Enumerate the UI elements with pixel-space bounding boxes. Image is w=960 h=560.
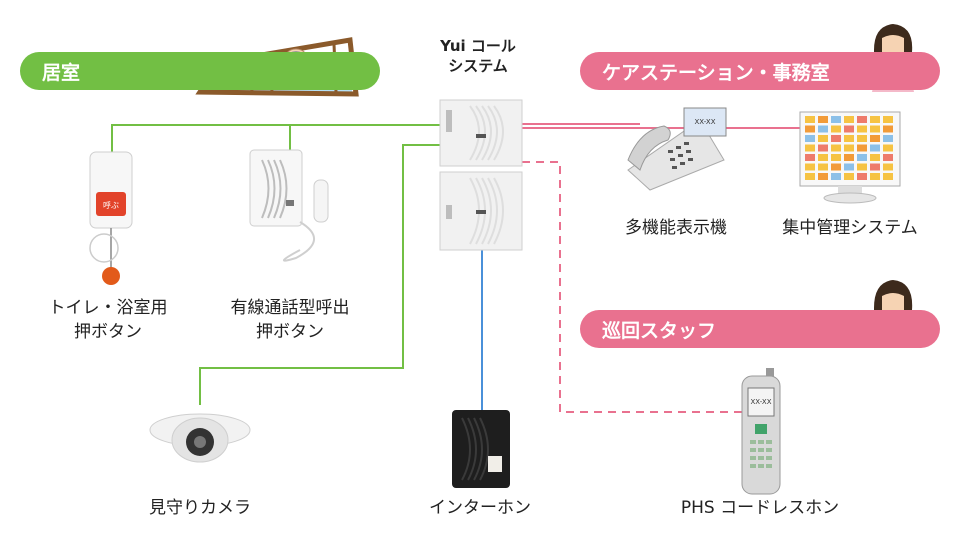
phs-screen-text: XX-XX bbox=[750, 398, 771, 406]
monitor-cell bbox=[818, 135, 828, 142]
monitor-cell bbox=[831, 163, 841, 171]
section-care-station: ケアステーション・事務室 bbox=[580, 52, 940, 90]
monitor-cell bbox=[805, 154, 815, 161]
monitor-cell bbox=[844, 125, 854, 133]
monitor-cell bbox=[831, 135, 841, 142]
monitor-cell bbox=[857, 116, 867, 123]
monitor-cell bbox=[883, 154, 893, 161]
monitor-cell bbox=[844, 173, 854, 180]
phs-cordless-handset: XX-XX bbox=[741, 368, 781, 495]
monitor-cell bbox=[857, 125, 867, 133]
monitor-cell bbox=[831, 154, 841, 161]
monitor-cell bbox=[857, 135, 867, 142]
surveillance-camera bbox=[149, 413, 251, 463]
monitor-cell bbox=[831, 173, 841, 180]
toilet-bath-push-button: 呼ぶ bbox=[89, 151, 133, 285]
section-patrol-staff: 巡回スタッフ bbox=[580, 310, 940, 348]
caption-multi-display: 多機能表示機 bbox=[625, 218, 727, 238]
monitor-cell bbox=[844, 144, 854, 152]
system-title: Yui コール システム bbox=[440, 36, 516, 76]
monitor-cell bbox=[805, 116, 815, 123]
phone-screen-text: XX-XX bbox=[694, 118, 715, 126]
section-care-station-label: ケアステーション・事務室 bbox=[602, 61, 830, 84]
caption-toilet-button: トイレ・浴室用 押ボタン bbox=[49, 296, 168, 344]
monitor-cell bbox=[831, 116, 841, 123]
monitor-cell bbox=[870, 144, 880, 152]
monitor-cell bbox=[844, 163, 854, 171]
system-title-line1: Yui コール bbox=[440, 37, 516, 55]
line-toilet-button bbox=[111, 124, 440, 152]
monitor-cell bbox=[883, 163, 893, 171]
monitor-cell bbox=[870, 163, 880, 171]
caption-camera: 見守りカメラ bbox=[149, 498, 251, 518]
monitor-cell bbox=[818, 154, 828, 161]
monitor-cell bbox=[818, 144, 828, 152]
monitor-cell bbox=[883, 135, 893, 142]
monitor-cell bbox=[805, 125, 815, 133]
monitor-cell bbox=[831, 125, 841, 133]
line-phs-wireless bbox=[522, 161, 750, 413]
central-management-monitor bbox=[799, 111, 901, 204]
button-label: 呼ぶ bbox=[103, 200, 119, 210]
caption-central-system: 集中管理システム bbox=[782, 218, 918, 238]
monitor-cell bbox=[870, 154, 880, 161]
monitor-cell bbox=[805, 135, 815, 142]
monitor-cell bbox=[870, 173, 880, 180]
wired-call-push-button bbox=[249, 149, 329, 262]
caption-phs: PHS コードレスホン bbox=[680, 498, 840, 518]
caption-wired-call-button-line2: 押ボタン bbox=[256, 322, 324, 342]
monitor-cell bbox=[857, 163, 867, 171]
monitor-cell bbox=[883, 125, 893, 133]
monitor-cell bbox=[870, 135, 880, 142]
monitor-cell bbox=[857, 173, 867, 180]
monitor-cell bbox=[857, 144, 867, 152]
multi-function-display-phone: XX-XX bbox=[627, 107, 727, 191]
monitor-cell bbox=[844, 135, 854, 142]
monitor-cell bbox=[883, 144, 893, 152]
monitor-cell bbox=[883, 173, 893, 180]
monitor-cell bbox=[805, 163, 815, 171]
caption-toilet-button-line1: トイレ・浴室用 bbox=[48, 298, 168, 318]
intercom-unit bbox=[452, 410, 510, 488]
caption-wired-call-button-line1: 有線通話型呼出 bbox=[230, 298, 350, 318]
yui-system-unit bbox=[439, 99, 523, 251]
caption-intercom: インターホン bbox=[429, 498, 531, 518]
system-title-line2: システム bbox=[448, 57, 508, 75]
monitor-cell bbox=[883, 116, 893, 123]
monitor-cell bbox=[805, 144, 815, 152]
monitor-cell bbox=[844, 154, 854, 161]
line-camera bbox=[199, 144, 440, 405]
monitor-cell bbox=[857, 154, 867, 161]
monitor-cell bbox=[831, 144, 841, 152]
monitor-cell bbox=[818, 163, 828, 171]
monitor-cell bbox=[805, 173, 815, 180]
section-patrol-staff-label: 巡回スタッフ bbox=[602, 319, 717, 342]
monitor-cell bbox=[818, 116, 828, 123]
monitor-cell bbox=[870, 116, 880, 123]
monitor-cell bbox=[844, 116, 854, 123]
monitor-cell bbox=[870, 125, 880, 133]
monitor-cell bbox=[818, 125, 828, 133]
caption-wired-call-button: 有線通話型呼出 押ボタン bbox=[231, 296, 350, 344]
section-residence: 居室 bbox=[20, 52, 380, 90]
caption-toilet-button-line2: 押ボタン bbox=[74, 322, 142, 342]
section-residence-label: 居室 bbox=[42, 61, 81, 84]
monitor-cell bbox=[818, 173, 828, 180]
